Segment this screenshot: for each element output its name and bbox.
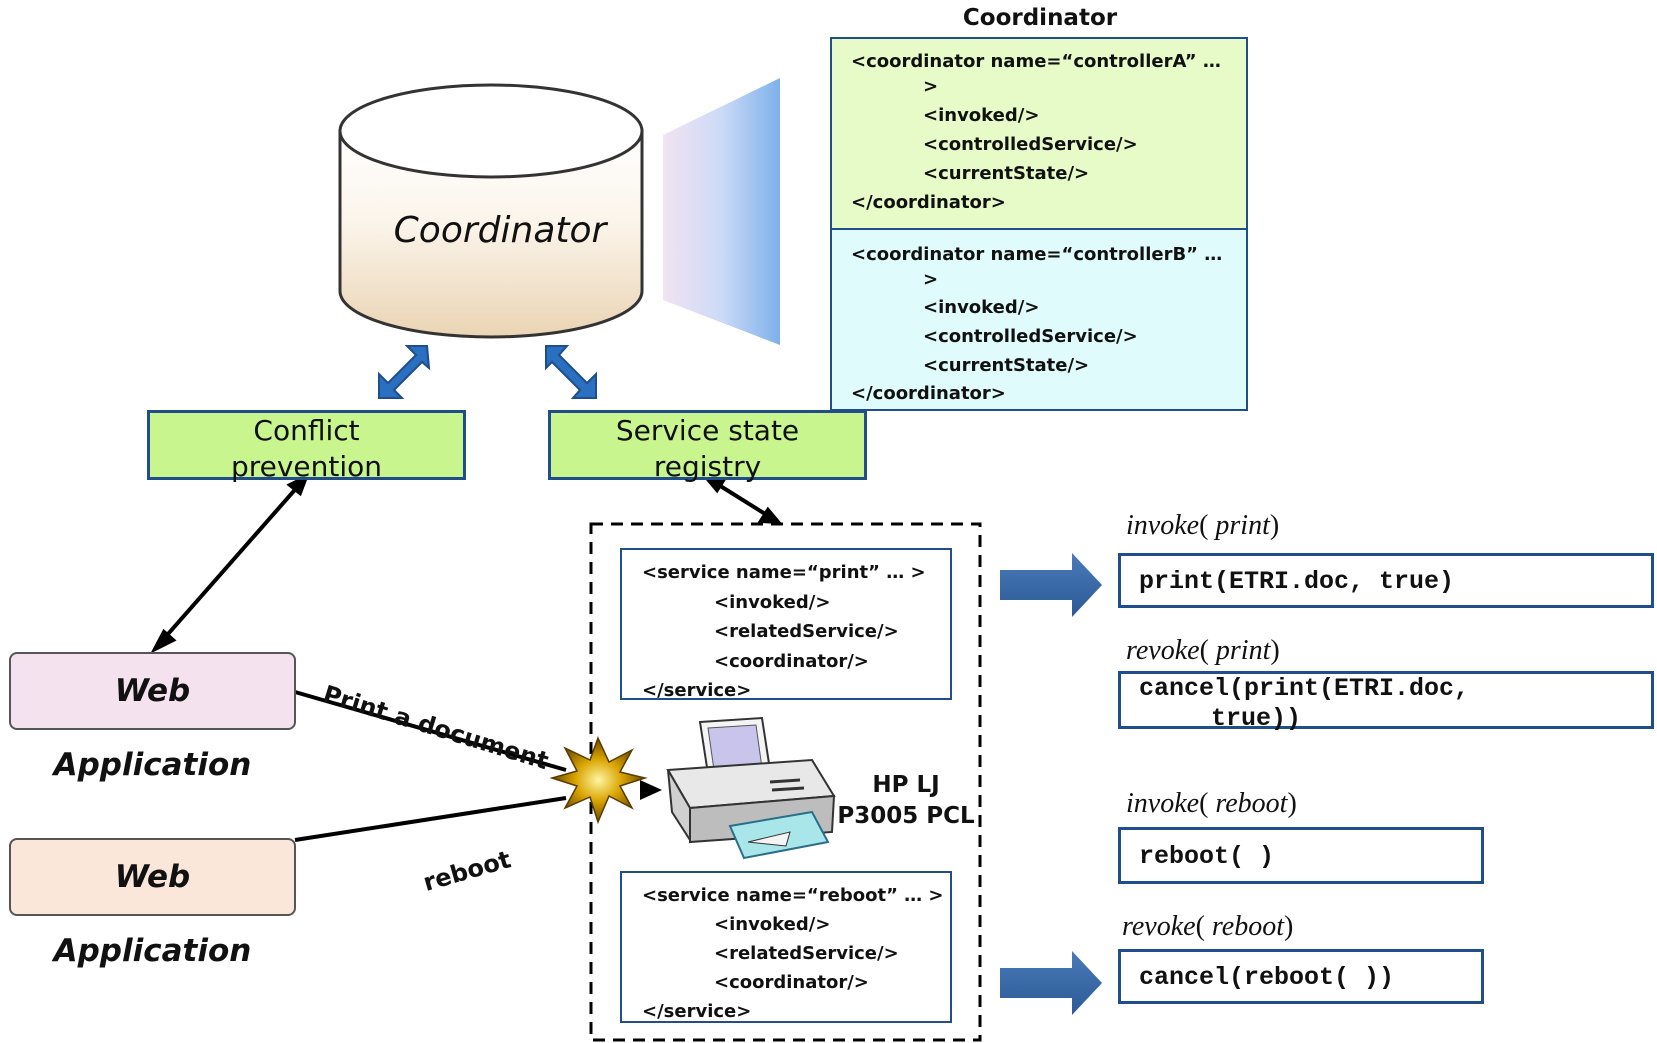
xml-line: <invoked/> [714,592,831,613]
module-label-line: prevention [230,450,383,483]
fat-arrow-reboot [1000,951,1102,1015]
op-paren: ) [1283,911,1294,942]
printer-label: HP LJ P3005 PCL [836,770,976,832]
xml-line: </coordinator> [851,383,1006,404]
service-state-registry-module: Service state registry [548,410,867,483]
xml-line: <coordinator/> [714,651,869,672]
burst-arrow [640,780,662,800]
op-paren: ( [1199,788,1216,819]
printer-label-line: HP LJ [872,772,940,798]
xml-line: <currentState/> [923,355,1090,376]
xml-line: <invoked/> [923,105,1040,126]
web-application-1: Web Application [9,652,296,783]
op-arg: reboot [1211,911,1284,942]
xml-line: <coordinator/> [714,972,869,993]
module-label-line: Service state [615,414,800,447]
line-reboot [294,796,567,842]
op-paren: ( [1195,911,1212,942]
xml-line: > [923,76,939,97]
xml-line: <controlledService/> [923,326,1138,347]
xml-line: <controlledService/> [923,134,1138,155]
code-line: reboot( ) [1139,842,1275,871]
code-box-invoke-print: print(ETRI.doc, true) [1118,553,1654,608]
printer-label-line: P3005 PCL [837,803,975,829]
xml-line: <service name=“print” … > [642,562,926,583]
web-application-2: Web Application [9,838,296,969]
conflict-burst-icon [549,736,648,825]
op-label-invoke-reboot: invoke( reboot) [1126,788,1297,820]
xml-line: <service name=“reboot” … > [642,885,944,906]
code-box-invoke-reboot: reboot( ) [1118,827,1484,884]
line-print [294,690,567,772]
xml-line: <coordinator name=“controllerA” … [851,51,1221,72]
op-fn: invoke [1126,788,1200,819]
module-label-line: registry [653,450,762,483]
code-line: cancel(reboot( )) [1139,963,1395,992]
xml-line: > [923,269,939,290]
op-arg: reboot [1215,788,1288,819]
op-paren: ) [1270,635,1280,666]
op-paren: ) [1287,788,1297,819]
code-line: true)) [1211,704,1302,733]
xml-line: <invoked/> [714,914,831,935]
module-label-line: Conflict [253,414,360,447]
xml-line: </service> [642,680,752,701]
code-box-revoke-print: cancel(print(ETRI.doc, true)) [1118,671,1654,733]
xml-line: <invoked/> [923,297,1040,318]
op-label-invoke-print: invoke( print) [1126,510,1279,542]
op-arg: print [1215,635,1271,666]
op-label-revoke-print: revoke( print) [1126,635,1280,667]
conflict-prevention-module: Conflict prevention [147,410,466,483]
double-arrow-registry [545,345,597,399]
op-arg: print [1215,510,1270,541]
printer-icon [666,716,836,860]
code-box-revoke-reboot: cancel(reboot( )) [1118,949,1484,1004]
code-line: cancel(print(ETRI.doc, [1139,674,1470,703]
double-arrow-conflict [378,345,431,399]
xml-line: <coordinator name=“controllerB” … [851,244,1223,265]
service-xml-reboot: <service name=“reboot” … > <invoked/> <r… [620,871,952,1023]
coordinator-db-label: Coordinator [393,210,607,251]
projection-fan [663,78,780,345]
op-paren: ( [1199,510,1216,541]
coordinator-cylinder [338,83,644,339]
op-label-revoke-reboot: revoke( reboot) [1122,911,1293,943]
op-paren: ) [1269,510,1280,541]
coordinator-panel-title: Coordinator [962,5,1118,31]
xml-line: <relatedService/> [714,943,899,964]
xml-line: <relatedService/> [714,621,899,642]
coordinator-xml-b: <coordinator name=“controllerB” … > <inv… [830,228,1248,411]
xml-line: <currentState/> [923,163,1090,184]
op-paren: ( [1199,635,1216,666]
op-fn: invoke [1126,510,1200,541]
xml-line: </coordinator> [851,192,1006,213]
op-fn: revoke [1122,911,1196,942]
service-xml-print: <service name=“print” … > <invoked/> <re… [620,548,952,701]
coordinator-xml-a: <coordinator name=“controllerA” … > <inv… [830,37,1248,230]
op-fn: revoke [1126,635,1200,666]
xml-line: </service> [642,1001,752,1022]
line-conflict-webapp [150,472,310,654]
code-line: print(ETRI.doc, true) [1139,567,1455,596]
fat-arrow-print [1000,553,1102,617]
